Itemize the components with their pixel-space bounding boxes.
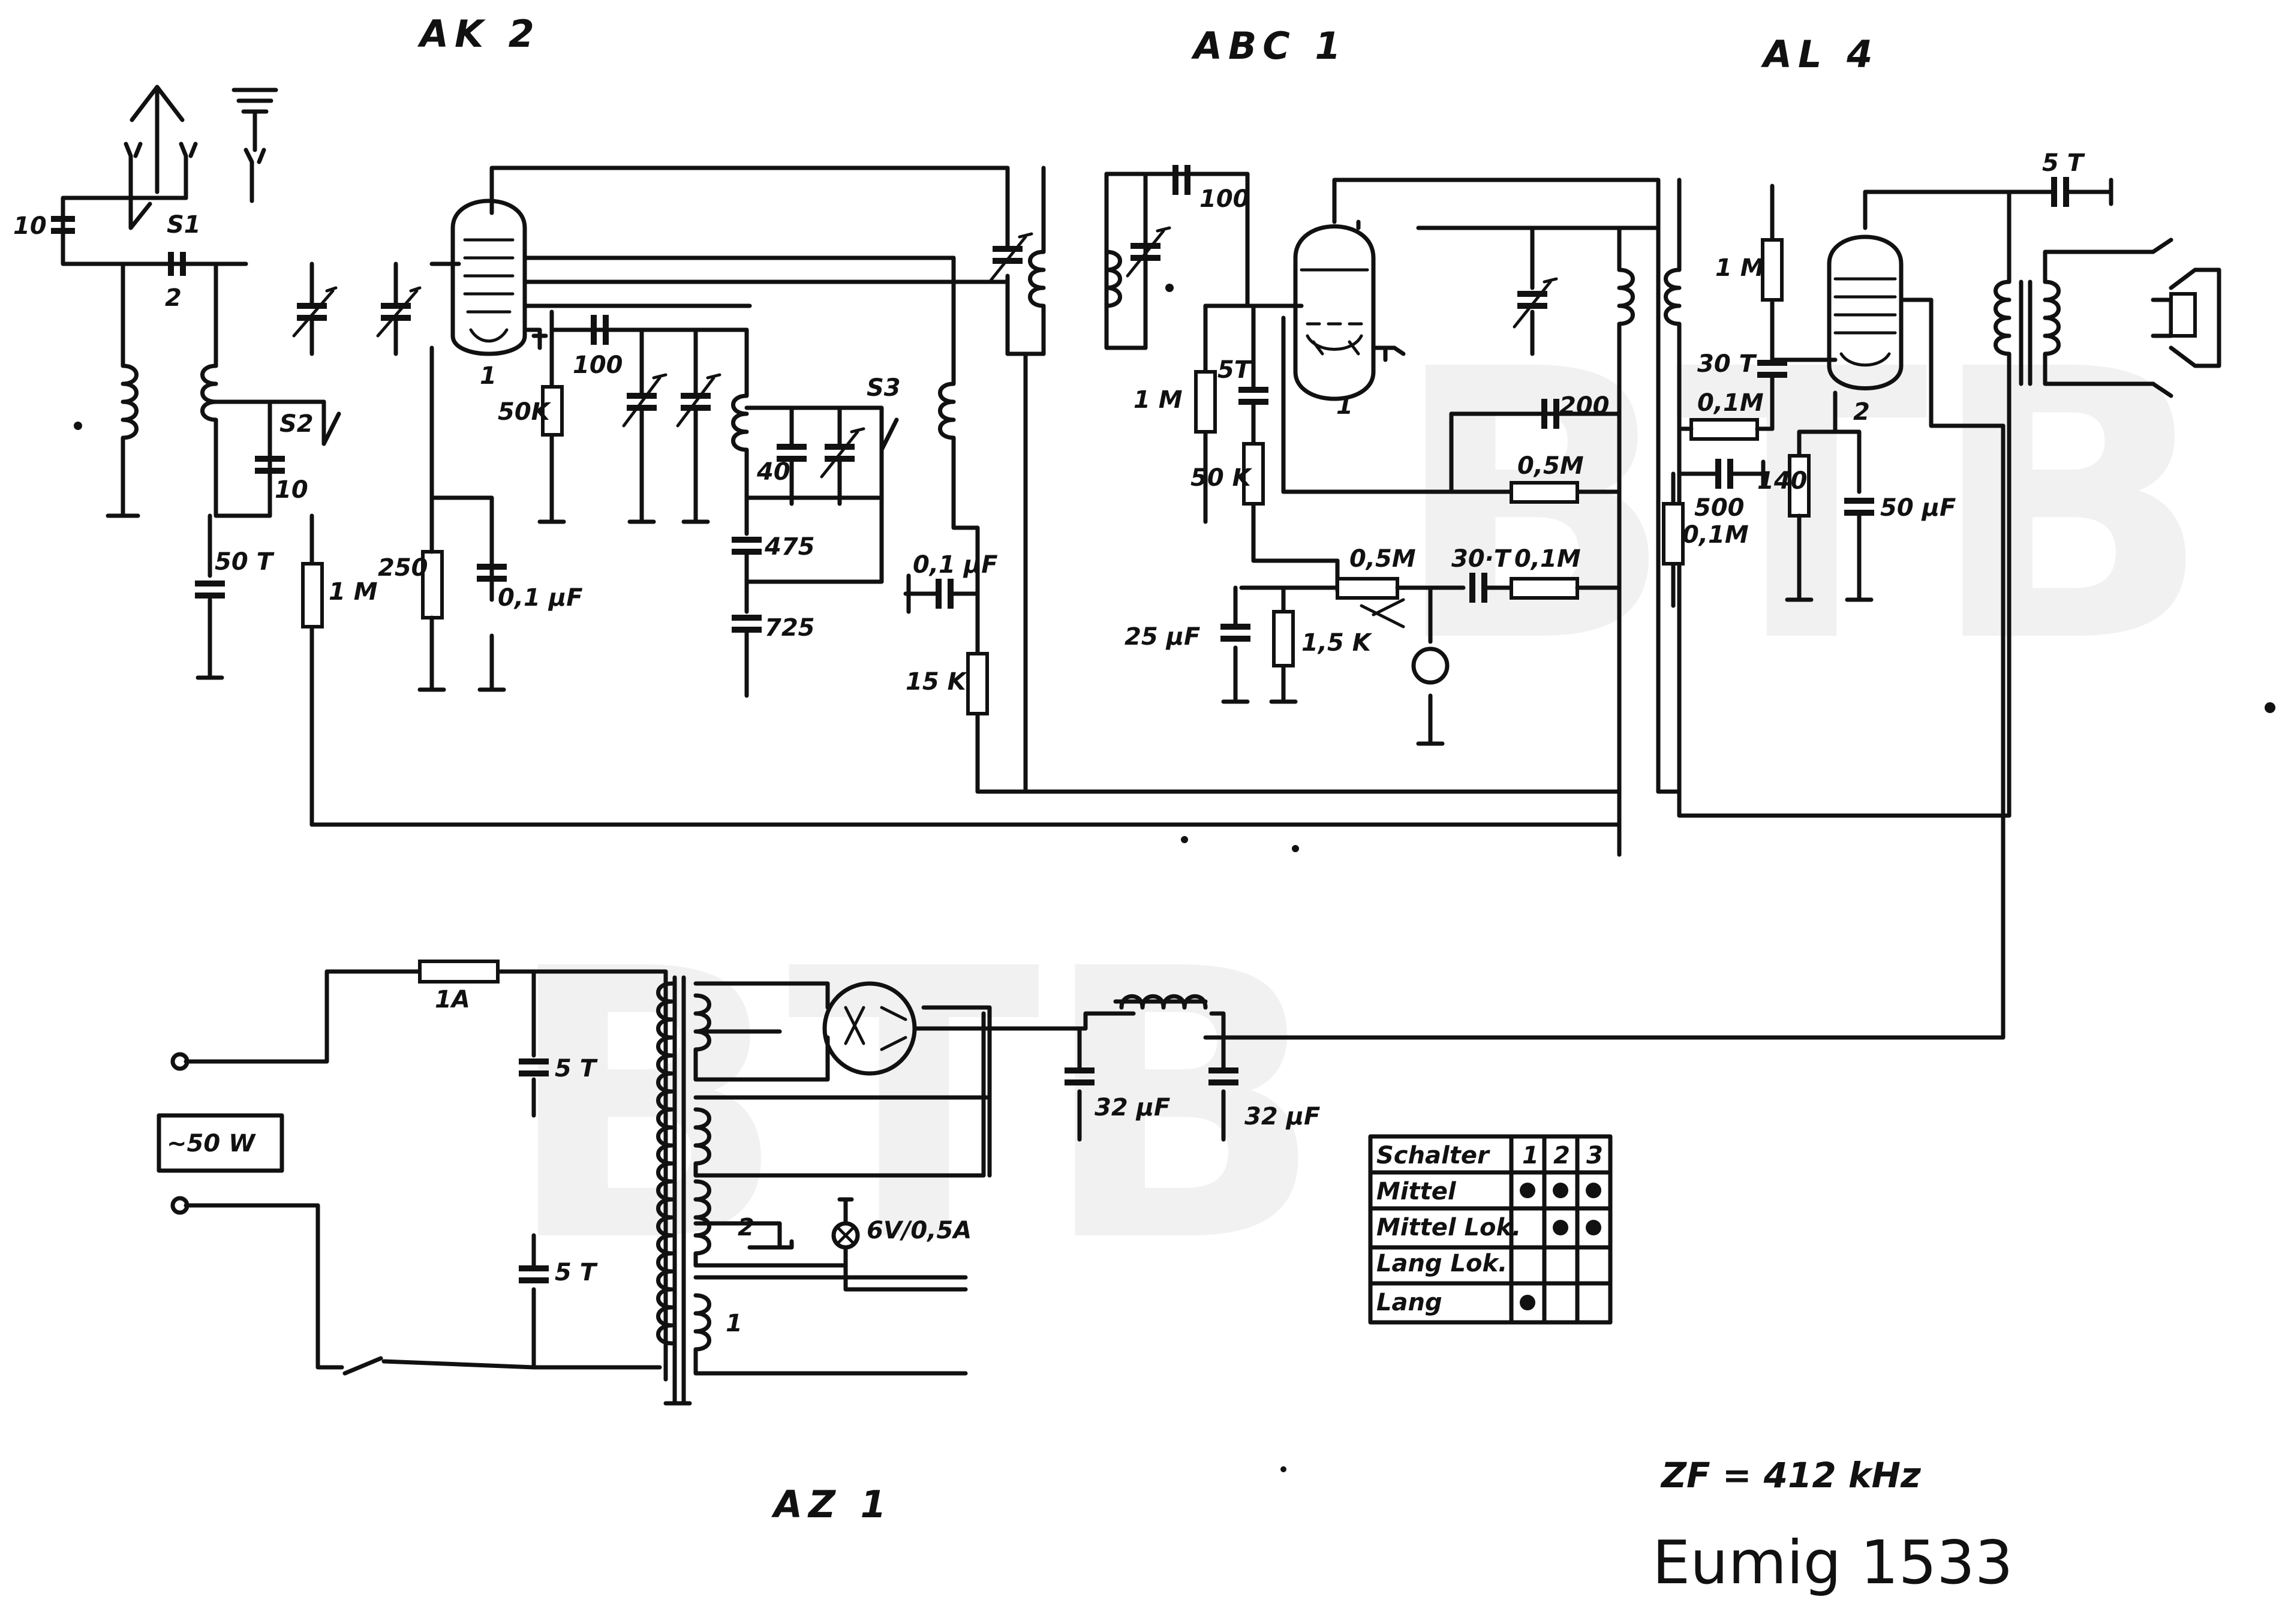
switch-table-dot bbox=[1586, 1183, 1601, 1198]
tube-title-ak2: AK 2 bbox=[417, 12, 540, 56]
c5t-ps-a-label: 5 T bbox=[555, 1055, 598, 1082]
power-supply: ~50 W 1A 5 T 5 T 2 6V/0,5A 1 bbox=[157, 960, 1320, 1406]
abc1-cathode-network: 200 0,5M 0,5M 30·T 0,1M 25 µF 1,5 K bbox=[1125, 315, 1622, 854]
r01m-a-label: 0,1M bbox=[1514, 545, 1581, 573]
c200-label: 200 bbox=[1559, 392, 1610, 420]
watermark-group: BTB BTB bbox=[504, 291, 2212, 1324]
c01-cat-label: 0,1 µF bbox=[498, 584, 583, 612]
switch-table-dot bbox=[1520, 1295, 1535, 1310]
antenna-section: 10 S1 2 bbox=[13, 85, 278, 518]
fuse-label: 1A bbox=[435, 986, 470, 1014]
switch-table-dot bbox=[1586, 1220, 1601, 1235]
r01m-b-label: 0,1M bbox=[1697, 389, 1764, 417]
c100-osc-label: 100 bbox=[573, 351, 623, 379]
mains-box bbox=[157, 1113, 284, 1173]
input-tuning-section: S2 10 50 T 1 M bbox=[195, 261, 422, 827]
c725-label: 725 bbox=[765, 614, 815, 642]
wind2-label: 2 bbox=[738, 1214, 754, 1241]
c50t-label: 50 T bbox=[215, 548, 275, 576]
abc1-input: 100 bbox=[1104, 165, 1250, 350]
c475-label: 475 bbox=[764, 533, 815, 561]
c32uf-a-label: 32 µF bbox=[1095, 1094, 1170, 1121]
switch-table-dots bbox=[1520, 1183, 1601, 1310]
mains-label: ~50 W bbox=[167, 1130, 256, 1157]
abc1-grid-network: 1 M 5T 50 K bbox=[1134, 303, 1340, 563]
c5t-ps-b-label: 5 T bbox=[555, 1259, 598, 1286]
switch-table-frame bbox=[1368, 1134, 1613, 1325]
tube3-pin-label: 2 bbox=[1853, 398, 1870, 426]
c01-if-label: 0,1 µF bbox=[913, 551, 998, 579]
switch-table-row-mittel: Mittel bbox=[1376, 1178, 1457, 1205]
zf-frequency-label: ZF = 412 kHz bbox=[1660, 1455, 1921, 1496]
switch-table: Schalter 1 2 3 Mittel Mittel Lok. Lang L… bbox=[1368, 1134, 1613, 1325]
c5t-out-label: 5 T bbox=[2042, 149, 2085, 177]
watermark-lower: BTB bbox=[504, 891, 1324, 1324]
r1m-al4-label: 1 M bbox=[1715, 254, 1764, 282]
r50k-osc-label: 50K bbox=[498, 398, 552, 426]
c32uf-b-label: 32 µF bbox=[1244, 1103, 1320, 1130]
oscillator-section: 50K 100 40 S3 475 725 bbox=[498, 309, 901, 698]
r05m-label: 0,5M bbox=[1517, 452, 1584, 480]
lamp-icon bbox=[831, 1221, 860, 1250]
r1m-left-label: 1 M bbox=[329, 578, 378, 606]
if-transformer-2 bbox=[1416, 178, 1682, 794]
switch-table-header: Schalter bbox=[1376, 1142, 1490, 1169]
tube-title-abc1: ABC 1 bbox=[1190, 24, 1346, 68]
tube-title-al4: AL 4 bbox=[1760, 32, 1878, 76]
r15k-cat-label: 1,5 K bbox=[1301, 629, 1373, 657]
tube-ak2: 1 bbox=[429, 166, 1010, 390]
antenna-arrow-icon bbox=[130, 85, 185, 194]
switch-table-dot bbox=[1520, 1183, 1535, 1198]
c5t-det-label: 5T bbox=[1217, 356, 1252, 384]
c100-det-label: 100 bbox=[1199, 185, 1250, 213]
tube-abc1: 1 bbox=[1293, 178, 1661, 794]
r50k-det-label: 50 K bbox=[1190, 464, 1253, 492]
fuse-icon bbox=[418, 960, 500, 984]
antenna-socket-icon bbox=[124, 142, 143, 200]
c25uf-label: 25 µF bbox=[1125, 623, 1200, 651]
r15k-label: 15 K bbox=[906, 668, 968, 696]
switch-table-dot bbox=[1553, 1220, 1568, 1235]
c2-label: 2 bbox=[165, 284, 182, 312]
if-transformer-1: 0,1 µF 15 K bbox=[903, 166, 1622, 794]
tube1-pin-label: 1 bbox=[480, 362, 497, 390]
output-transformer: 5 T bbox=[1994, 149, 2221, 818]
wind1-label: 1 bbox=[726, 1310, 742, 1337]
switch-table-row-lang: Lang bbox=[1376, 1289, 1442, 1316]
power-switch bbox=[342, 1356, 383, 1376]
s2-label: S2 bbox=[279, 410, 314, 438]
s3-label: S3 bbox=[867, 374, 901, 402]
c30t-b-label: 30 T bbox=[1697, 350, 1757, 378]
c30t-a-label: 30·T bbox=[1451, 545, 1512, 573]
al4-input: 1 M 30 T 0,1M 500 0,1M bbox=[1662, 184, 1838, 608]
tube2-pin-label: 1 bbox=[1336, 392, 1353, 420]
ground-icon bbox=[231, 88, 278, 203]
switch-table-row-mittel-lok: Mittel Lok. bbox=[1376, 1214, 1521, 1241]
switch-table-dot bbox=[1553, 1183, 1568, 1198]
model-title: Eumig 1533 bbox=[1652, 1527, 2013, 1598]
r1m-det-label: 1 M bbox=[1134, 386, 1183, 414]
r140-label: 140 bbox=[1757, 467, 1808, 495]
switch-table-col-3: 3 bbox=[1586, 1142, 1603, 1169]
switch-table-col-2: 2 bbox=[1553, 1142, 1570, 1169]
tube-title-az1: AZ 1 bbox=[771, 1482, 892, 1526]
c10-ant-label: 10 bbox=[13, 212, 47, 240]
tube-al4: 2 140 50 µF bbox=[1757, 190, 2012, 602]
antenna-socket-icon bbox=[179, 142, 198, 200]
c500-label: 500 bbox=[1694, 494, 1745, 522]
switch-table-col-1: 1 bbox=[1522, 1142, 1539, 1169]
r01m-c-label: 0,1M bbox=[1682, 521, 1749, 549]
lamp-label: 6V/0,5A bbox=[867, 1217, 972, 1244]
pot05m-label: 0,5M bbox=[1349, 545, 1416, 573]
s1-label: S1 bbox=[167, 211, 201, 239]
avc-line bbox=[309, 822, 1622, 857]
c40-label: 40 bbox=[756, 458, 790, 486]
r250-label: 250 bbox=[378, 554, 428, 582]
switch-table-row-lang-lok: Lang Lok. bbox=[1376, 1250, 1507, 1277]
ak2-cathode-network: 250 0,1 µF bbox=[378, 345, 583, 692]
c10-s2-label: 10 bbox=[275, 476, 308, 504]
c50uf-label: 50 µF bbox=[1880, 494, 1956, 522]
